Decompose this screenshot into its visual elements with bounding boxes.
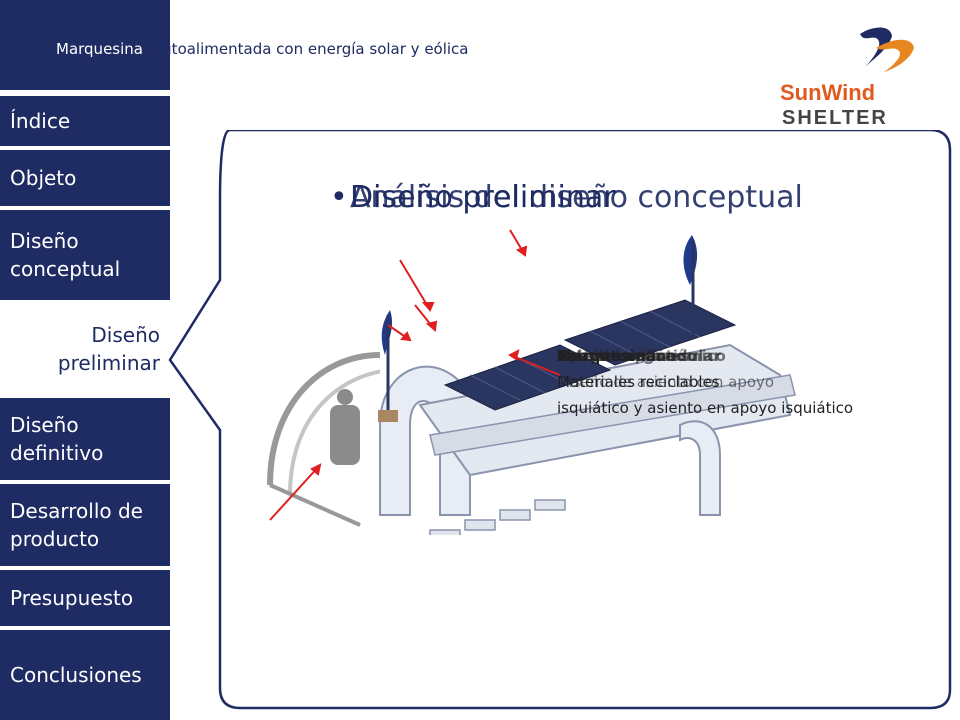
- nav-item-label: Presupuesto: [10, 586, 134, 610]
- page-header-title: Marquesina autoalimentada con energía sol…: [52, 40, 469, 58]
- tooltip-line-2: isquiático y asiento en apoyo isquiático: [557, 399, 854, 417]
- nav-item-label: Diseño preliminar: [57, 323, 160, 375]
- logo-brand-shelter: SHELTER: [782, 107, 888, 129]
- annotation-label-5: Turbina eólica: [557, 347, 676, 365]
- nav-item-conclusiones[interactable]: Conclusiones: [0, 630, 170, 720]
- annotation-label-3: Apoyo isquiático: [557, 347, 698, 365]
- content-title: • Diseño preliminar Análisis del diseño …: [330, 180, 803, 215]
- nav-item-desarrollo-producto[interactable]: Desarrollo de producto: [0, 484, 170, 566]
- header-title-bold: Marquesina: [52, 40, 147, 58]
- person-figure: [330, 405, 360, 465]
- header-title-rest: autoalimentada con energía solar y eólic…: [152, 40, 469, 58]
- main-shelter-model: [378, 235, 796, 535]
- nav-item-objeto[interactable]: Objeto: [0, 150, 170, 206]
- background-shelter-sketch: [267, 352, 391, 527]
- nav-item-diseno-definitivo[interactable]: Diseño definitivo: [0, 398, 170, 480]
- content-title-b: Análisis del diseño conceptual: [350, 180, 803, 215]
- content-title-a: Diseño preliminar: [350, 180, 616, 215]
- nav-item-diseno-preliminar[interactable]: Diseño preliminar: [0, 304, 170, 394]
- annotation-label-1: Estructura modular: [557, 347, 721, 365]
- wind-turbine-right: [683, 235, 698, 335]
- seat-row: [429, 499, 566, 535]
- annotation-arrows: [269, 229, 561, 521]
- nav-item-presupuesto[interactable]: Presupuesto: [0, 570, 170, 626]
- nav-item-label: Desarrollo de producto: [10, 499, 143, 551]
- annotation-label-0: Marquesina: [557, 347, 656, 365]
- annotation-label-2: Asiento ergonómico: [557, 347, 726, 365]
- shelter-illustration: [267, 229, 796, 535]
- content-title-bullet: •: [330, 180, 348, 215]
- nav-item-label: Objeto: [10, 166, 77, 190]
- annotation-label-4: Paneles solares: [557, 347, 690, 365]
- wind-turbine-left: [378, 310, 398, 422]
- tooltip-line-1: Diseño de asiento con apoyo: [557, 373, 775, 391]
- solar-panel-left: [443, 344, 612, 411]
- nav-item-label: Índice: [10, 109, 71, 133]
- sunwind-shelter-logo: SunWind SHELTER: [772, 20, 922, 130]
- sidebar-nav: Índice Objeto Diseño conceptual Diseño p…: [0, 0, 170, 720]
- nav-item-diseno-conceptual[interactable]: Diseño conceptual: [0, 210, 170, 300]
- tooltip-line-0: Materiales reciclables: [557, 373, 720, 391]
- nav-item-label: Diseño conceptual: [10, 229, 121, 281]
- nav-item-indice[interactable]: Índice: [0, 96, 170, 146]
- logo-brand-sun: SunWind: [780, 80, 875, 105]
- nav-item-label: Conclusiones: [10, 663, 142, 687]
- nav-item-label: Diseño definitivo: [10, 413, 104, 465]
- logo-swoosh-icon: SunWind SHELTER: [780, 27, 914, 129]
